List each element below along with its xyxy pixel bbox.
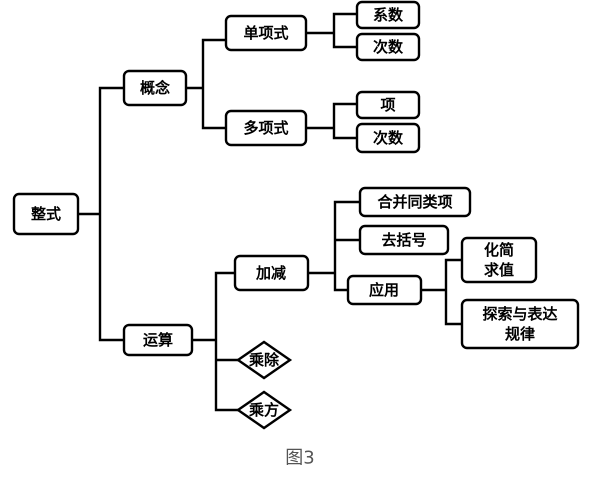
node-polynomial-term-label: 项 (380, 96, 395, 114)
node-concept: 概念 (122, 69, 188, 107)
node-explore-patterns-label-line1: 探索与表达 (482, 305, 557, 323)
node-root: 整式 (12, 192, 80, 236)
node-application-label: 应用 (369, 281, 399, 299)
node-remove-brackets: 去括号 (358, 224, 450, 256)
node-polynomial: 多项式 (224, 109, 308, 147)
node-application: 应用 (346, 274, 423, 306)
node-simplify-evaluate: 化简 求值 (460, 236, 538, 284)
node-root-label: 整式 (31, 205, 61, 223)
figure-caption: 图3 (285, 448, 314, 469)
add-sub-connector (306, 200, 362, 292)
node-simplify-evaluate-label-line1: 化简 (484, 241, 514, 259)
node-simplify-evaluate-label-line2: 求值 (484, 261, 514, 279)
node-mul-div-label: 乘除 (248, 351, 280, 369)
root-connector (76, 86, 126, 342)
node-explore-patterns: 探索与表达 规律 (460, 298, 580, 350)
node-concept-label: 概念 (140, 79, 170, 97)
node-explore-patterns-label-line2: 规律 (505, 325, 535, 343)
connector-lines (76, 12, 464, 412)
node-add-sub-label: 加减 (255, 264, 286, 282)
node-combine-like-terms: 合并同类项 (358, 186, 472, 218)
node-monomial-degree: 次数 (355, 32, 421, 62)
node-remove-brackets-label: 去括号 (381, 231, 426, 249)
node-polynomial-degree: 次数 (355, 122, 421, 154)
monomial-connector (304, 12, 359, 49)
node-monomial-degree-label: 次数 (373, 38, 404, 56)
node-polynomial-term: 项 (355, 90, 421, 120)
node-operation: 运算 (122, 323, 194, 357)
node-operation-label: 运算 (143, 331, 173, 349)
concept-connector (184, 38, 228, 130)
node-add-sub: 加减 (233, 254, 310, 292)
node-mul-div: 乘除 (235, 340, 293, 380)
node-monomial-coefficient-label: 系数 (373, 6, 404, 24)
polynomial-connector (304, 102, 359, 140)
node-polynomial-degree-label: 次数 (373, 129, 404, 147)
node-polynomial-label: 多项式 (243, 119, 288, 137)
node-monomial-label: 单项式 (243, 24, 288, 42)
node-monomial: 单项式 (224, 14, 308, 52)
node-monomial-coefficient: 系数 (355, 0, 421, 30)
application-connector (419, 258, 464, 326)
node-power: 乘方 (235, 390, 293, 430)
operation-connector (190, 271, 240, 412)
node-power-label: 乘方 (248, 401, 279, 419)
node-combine-like-terms-label: 合并同类项 (376, 193, 452, 211)
